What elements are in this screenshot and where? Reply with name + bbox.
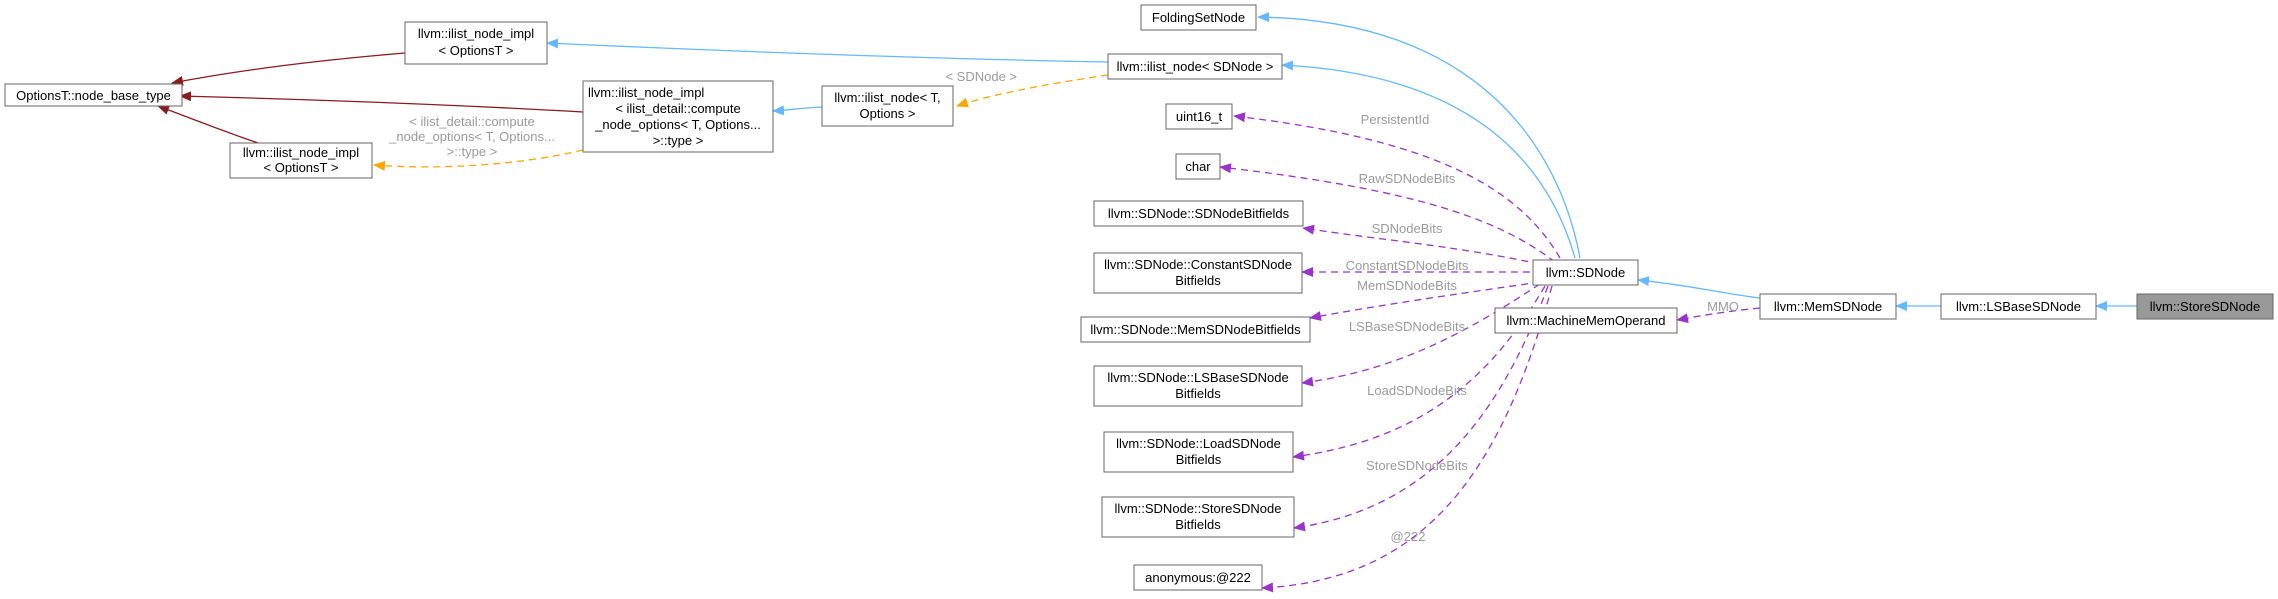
edge-ilist-node-T-to-impl-compute <box>772 105 823 116</box>
node-ilist-node-sdnode[interactable]: llvm::ilist_node< SDNode > <box>1107 53 1283 80</box>
edge-memsdnode-to-sdnode <box>1637 276 1761 299</box>
svg-text:llvm::MachineMemOperand: llvm::MachineMemOperand <box>1507 313 1666 328</box>
label-ilist-detail-template-1: < ilist_detail::compute <box>409 114 534 129</box>
edge-impl-bottom-to-base <box>157 105 259 144</box>
edge-uint16-persistent-id <box>1233 112 1561 259</box>
svg-text:llvm::StoreSDNode: llvm::StoreSDNode <box>2150 299 2261 314</box>
svg-text:llvm::SDNode::LSBaseSDNode: llvm::SDNode::LSBaseSDNode <box>1107 370 1288 385</box>
node-char[interactable]: char <box>1175 153 1221 180</box>
edge-mmo <box>1676 307 1761 324</box>
svg-text:FoldingSetNode: FoldingSetNode <box>1152 10 1245 25</box>
label-mem-sdnode-bits: MemSDNodeBits <box>1357 278 1457 293</box>
svg-text:>::type >: >::type > <box>653 133 704 148</box>
svg-text:llvm::SDNode::StoreSDNode: llvm::SDNode::StoreSDNode <box>1115 501 1282 516</box>
svg-text:llvm::ilist_node< SDNode >: llvm::ilist_node< SDNode > <box>1117 59 1274 74</box>
svg-text:llvm::ilist_node_impl: llvm::ilist_node_impl <box>588 85 704 100</box>
svg-text:< OptionsT >: < OptionsT > <box>439 43 514 58</box>
node-ilist-node-T[interactable]: llvm::ilist_node< T, Options > <box>821 85 954 127</box>
edge-group-member <box>1219 112 1761 593</box>
node-machine-mem-operand[interactable]: llvm::MachineMemOperand <box>1494 307 1678 334</box>
label-ilist-detail-template-2: _node_options< T, Options... <box>388 129 555 144</box>
node-options-node-base-type[interactable]: OptionsT::node_base_type <box>4 83 183 107</box>
svg-text:llvm::SDNode::SDNodeBitfields: llvm::SDNode::SDNodeBitfields <box>1108 206 1290 221</box>
node-sdnode[interactable]: llvm::SDNode <box>1532 259 1639 286</box>
edge-mem-bitfields <box>1309 281 1541 321</box>
node-load-sdnode-bitfields[interactable]: llvm::SDNode::LoadSDNode Bitfields <box>1103 431 1294 473</box>
label-load-sdnode-bits: LoadSDNodeBits <box>1367 383 1467 398</box>
svg-text:llvm::ilist_node_impl: llvm::ilist_node_impl <box>418 26 534 41</box>
svg-text:Options >: Options > <box>859 106 915 121</box>
node-mem-sdnode[interactable]: llvm::MemSDNode <box>1759 293 1897 320</box>
label-persistent-id: PersistentId <box>1361 112 1430 127</box>
edge-group-template <box>373 74 1109 171</box>
svg-text:llvm::SDNode::ConstantSDNode: llvm::SDNode::ConstantSDNode <box>1104 257 1292 272</box>
edge-impl-top-to-base <box>171 52 406 86</box>
edge-sdnode-to-folding-set <box>1257 12 1581 259</box>
label-lsbase-sdnode-bits: LSBaseSDNodeBits <box>1349 319 1466 334</box>
edge-anonymous <box>1261 285 1553 593</box>
node-anonymous-222[interactable]: anonymous:@222 <box>1133 564 1263 591</box>
node-lsbase-sdnode[interactable]: llvm::LSBaseSDNode <box>1940 293 2097 320</box>
svg-text:llvm::SDNode: llvm::SDNode <box>1546 265 1625 280</box>
svg-text:llvm::SDNode::LoadSDNode: llvm::SDNode::LoadSDNode <box>1116 436 1281 451</box>
edge-lsbase-bitfields <box>1301 283 1541 387</box>
node-ilist-node-impl-bottom[interactable]: llvm::ilist_node_impl < OptionsT > <box>229 142 373 179</box>
edge-sdnode-to-ilist-node-sdnode <box>1281 60 1576 259</box>
label-sdnode-template: < SDNode > <box>945 69 1017 84</box>
label-constant-sdnode-bits: ConstantSDNodeBits <box>1346 258 1469 273</box>
edge-ilist-node-sdnode-to-ilist-node-T <box>956 74 1109 108</box>
edge-impl-bottom-to-impl-compute <box>373 149 584 171</box>
node-folding-set-node[interactable]: FoldingSetNode <box>1140 4 1257 31</box>
svg-text:llvm::ilist_node_impl: llvm::ilist_node_impl <box>243 145 359 160</box>
edge-char-raw-bits <box>1219 163 1556 263</box>
svg-text:llvm::LSBaseSDNode: llvm::LSBaseSDNode <box>1956 299 2081 314</box>
label-store-sdnode-bits: StoreSDNodeBits <box>1366 458 1468 473</box>
node-constant-sdnode-bitfields[interactable]: llvm::SDNode::ConstantSDNode Bitfields <box>1093 252 1303 294</box>
svg-text:llvm::MemSDNode: llvm::MemSDNode <box>1774 299 1882 314</box>
svg-text:char: char <box>1185 159 1211 174</box>
svg-text:llvm::SDNode::MemSDNodeBitfiel: llvm::SDNode::MemSDNodeBitfields <box>1090 322 1301 337</box>
label-mmo: MMO <box>1707 299 1739 314</box>
svg-text:< ilist_detail::compute: < ilist_detail::compute <box>615 101 740 116</box>
label-anon-222: @222 <box>1391 529 1426 544</box>
edge-group-private-inheritance <box>157 52 584 144</box>
node-sdnode-bitfields[interactable]: llvm::SDNode::SDNodeBitfields <box>1093 200 1304 227</box>
edge-sdnode-bitfields <box>1302 224 1541 265</box>
label-raw-sdnode-bits: RawSDNodeBits <box>1359 171 1456 186</box>
node-lsbase-sdnode-bitfields[interactable]: llvm::SDNode::LSBaseSDNode Bitfields <box>1093 365 1303 407</box>
label-ilist-detail-template-3: >::type > <box>447 144 498 159</box>
svg-text:OptionsT::node_base_type: OptionsT::node_base_type <box>16 88 171 103</box>
node-store-sdnode[interactable]: llvm::StoreSDNode <box>2136 293 2274 320</box>
edge-store-bitfields <box>1293 285 1549 532</box>
edge-impl-compute-to-base <box>179 91 584 113</box>
svg-text:uint16_t: uint16_t <box>1176 109 1223 124</box>
svg-text:Bitfields: Bitfields <box>1175 386 1221 401</box>
label-sdnode-bits: SDNodeBits <box>1372 221 1443 236</box>
edge-labels: < SDNode > < ilist_detail::compute _node… <box>388 69 1739 544</box>
node-store-sdnode-bitfields[interactable]: llvm::SDNode::StoreSDNode Bitfields <box>1101 496 1295 538</box>
node-uint16-t[interactable]: uint16_t <box>1165 103 1233 130</box>
node-ilist-node-impl-compute[interactable]: llvm::ilist_node_impl < ilist_detail::co… <box>582 80 774 153</box>
svg-text:Bitfields: Bitfields <box>1175 273 1221 288</box>
node-mem-sdnode-bitfields[interactable]: llvm::SDNode::MemSDNodeBitfields <box>1080 316 1311 343</box>
edge-ilist-node-sdnode-to-impl-top <box>546 38 1109 63</box>
svg-text:< OptionsT >: < OptionsT > <box>264 160 339 175</box>
node-ilist-node-impl-top[interactable]: llvm::ilist_node_impl < OptionsT > <box>404 21 548 65</box>
svg-text:anonymous:@222: anonymous:@222 <box>1145 570 1251 585</box>
edge-group-inheritance <box>546 12 2137 311</box>
svg-text:_node_options< T, Options...: _node_options< T, Options... <box>594 117 761 132</box>
svg-text:Bitfields: Bitfields <box>1175 517 1221 532</box>
svg-text:llvm::ilist_node< T,: llvm::ilist_node< T, <box>834 90 940 105</box>
svg-text:Bitfields: Bitfields <box>1176 452 1222 467</box>
